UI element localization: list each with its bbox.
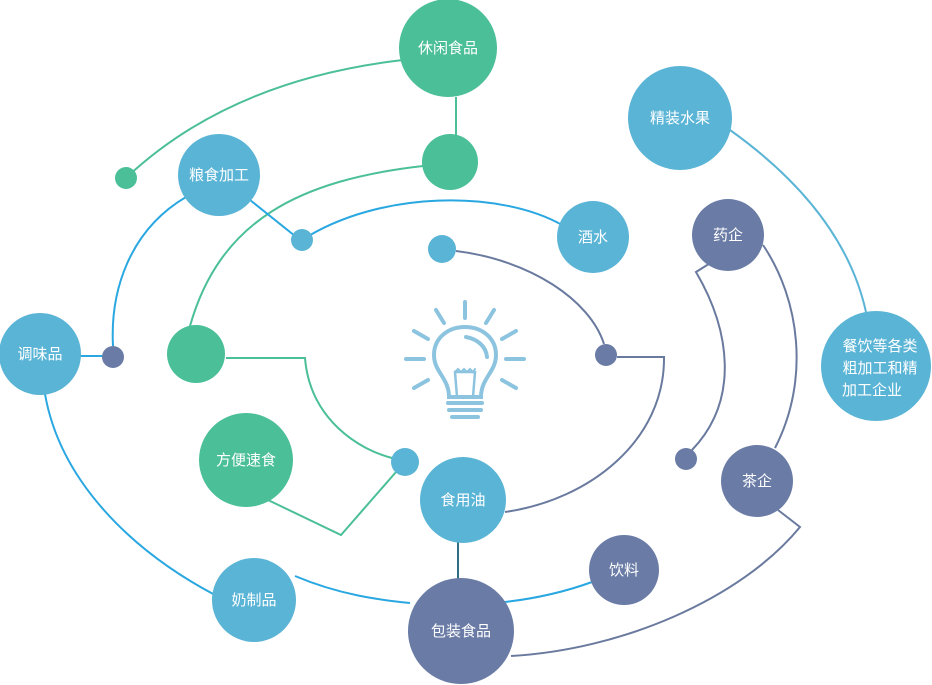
connector-line	[729, 129, 867, 313]
node-label: 方便速食	[216, 451, 276, 469]
node-fruit[interactable]: 精装水果	[628, 66, 732, 170]
node-label: 茶企	[742, 472, 772, 490]
node-instant[interactable]: 方便速食	[199, 413, 293, 507]
connector-line	[226, 357, 393, 459]
junction-dot	[291, 229, 313, 251]
node-label: 奶制品	[231, 591, 276, 609]
node-packaged[interactable]: 包装食品	[408, 578, 514, 684]
junction-dots	[102, 134, 697, 476]
connector-line	[762, 244, 798, 449]
node-condiment[interactable]: 调味品	[0, 313, 81, 395]
node-label: 调味品	[17, 345, 62, 363]
junction-dot	[428, 235, 456, 263]
connector-line	[111, 196, 187, 347]
junction-dot	[102, 346, 124, 368]
junction-dot	[391, 448, 419, 476]
junction-dot	[422, 134, 478, 190]
connector-line	[504, 581, 593, 603]
junction-dot	[115, 167, 137, 189]
node-pharma[interactable]: 药企	[692, 199, 764, 271]
node-snacks[interactable]: 休闲食品	[399, 0, 497, 97]
connector-line	[510, 509, 802, 657]
connector-line	[504, 356, 666, 513]
node-grain[interactable]: 粮食加工	[178, 134, 260, 216]
connector-line	[301, 199, 563, 241]
node-liquor[interactable]: 酒水	[557, 201, 629, 273]
node-drinks[interactable]: 饮料	[589, 535, 659, 605]
connector-line	[267, 471, 397, 537]
junction-dot	[595, 344, 617, 366]
node-label: 粮食加工	[189, 166, 249, 184]
node-oil[interactable]: 食用油	[420, 457, 506, 543]
junction-dot	[675, 448, 697, 470]
connector-line	[691, 261, 726, 451]
junction-dot	[167, 325, 225, 383]
node-tea[interactable]: 茶企	[721, 445, 793, 517]
connector-line	[294, 575, 411, 604]
node-label: 粗加工和精	[842, 359, 917, 377]
node-label: 食用油	[440, 491, 485, 509]
node-dairy[interactable]: 奶制品	[212, 558, 296, 642]
connector-line	[249, 199, 301, 241]
node-label: 包装食品	[431, 622, 491, 640]
node-label: 加工企业	[842, 381, 902, 399]
connectors	[44, 59, 867, 657]
connector-line	[455, 250, 605, 345]
node-label: 精装水果	[650, 109, 710, 127]
node-catering[interactable]: 餐饮等各类 粗加工和精 加工企业	[821, 311, 931, 421]
node-label: 休闲食品	[418, 39, 478, 57]
connector-line	[189, 165, 424, 327]
connector-line	[44, 393, 216, 596]
node-label: 饮料	[609, 561, 639, 579]
node-label: 酒水	[578, 228, 608, 246]
lightbulb-icon	[404, 300, 526, 419]
node-label: 餐饮等各类	[842, 337, 917, 355]
connector-line	[125, 59, 404, 179]
node-label: 药企	[713, 226, 743, 244]
